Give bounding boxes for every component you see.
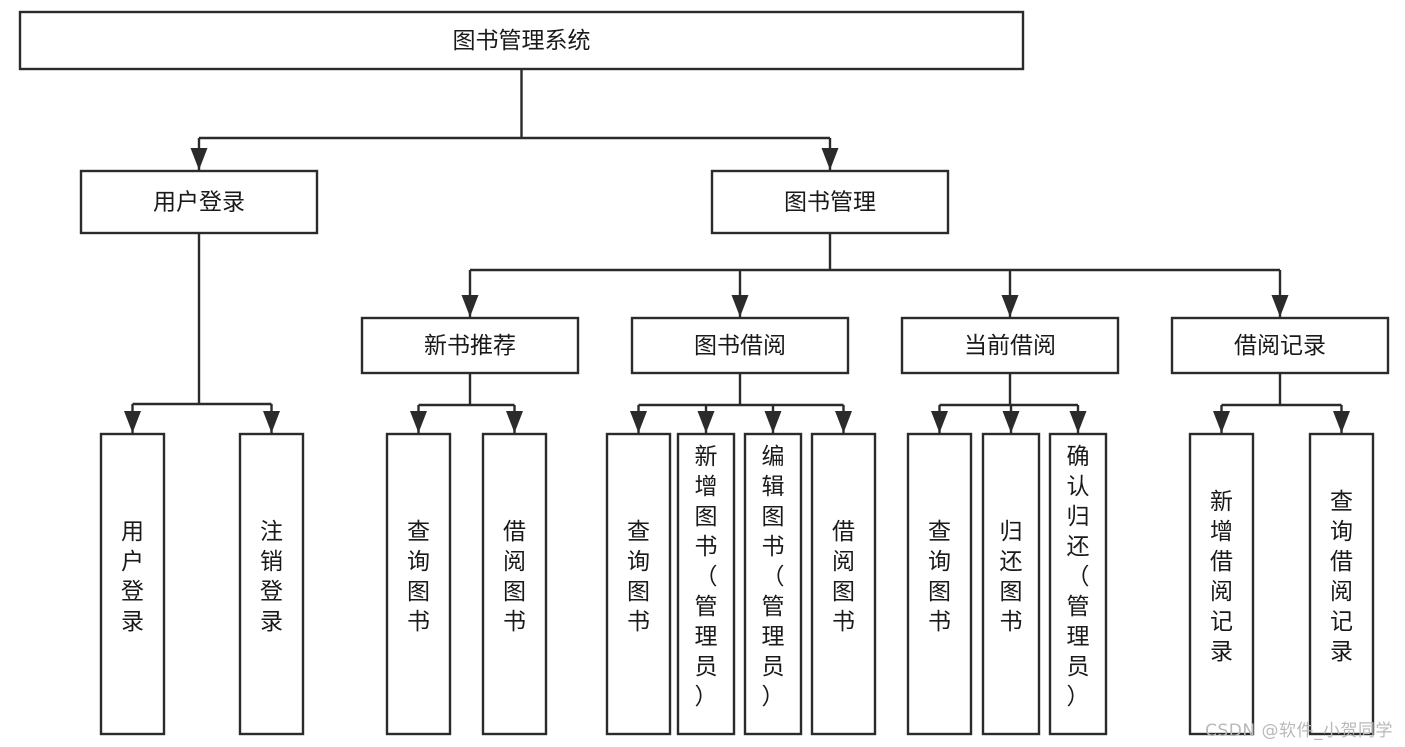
arrow-head-icon [835,411,852,433]
node-user-login[interactable]: 用户登录 [79,169,319,235]
node-leaf-user-logout[interactable]: 注销登录 [238,432,305,736]
node-leaf-return-book[interactable]: 归还图书 [981,432,1041,736]
node-label: 借阅记录 [1234,333,1326,359]
arrow-head-icon [630,411,647,433]
node-box[interactable] [906,432,973,736]
node-label: 查询借阅记录 [1330,489,1353,665]
arrow-head-icon [506,411,523,433]
node-box[interactable] [360,316,580,375]
node-label: 编辑图书（管理员） [762,444,785,710]
node-box[interactable] [743,432,803,736]
node-leaf-borrow-book-2[interactable]: 借阅图书 [810,432,877,736]
connector-group-new-book-rec [410,373,523,433]
node-box[interactable] [79,169,319,235]
node-label: 查询图书 [627,519,650,635]
node-box[interactable] [1308,432,1375,736]
node-box[interactable] [1188,432,1255,736]
node-box[interactable] [900,316,1120,375]
node-borrow-record[interactable]: 借阅记录 [1170,316,1390,375]
node-label: 新书推荐 [424,333,516,359]
arrow-head-icon [1002,411,1020,433]
arrow-head-icon [1213,411,1230,433]
arrow-head-icon [931,411,948,433]
node-new-book-rec[interactable]: 新书推荐 [360,316,580,375]
node-label: 图书管理系统 [453,28,591,54]
node-box[interactable] [385,432,452,736]
node-label: 归还图书 [1000,519,1023,635]
node-box[interactable] [676,432,736,736]
node-label: 借阅图书 [832,519,855,635]
node-book-manage[interactable]: 图书管理 [710,169,950,235]
connectors-layer [124,69,1350,433]
connector-group-user-login [124,233,280,433]
arrow-head-icon [1271,295,1289,317]
connector-group-book-manage [461,233,1289,317]
node-label: 用户登录 [153,190,245,216]
arrow-head-icon [190,148,208,170]
node-box[interactable] [1170,316,1390,375]
node-box[interactable] [99,432,166,736]
node-leaf-query-book-1[interactable]: 查询图书 [385,432,452,736]
node-leaf-user-login[interactable]: 用户登录 [99,432,166,736]
node-leaf-add-book[interactable]: 新增图书（管理员） [676,432,736,736]
arrow-head-icon [461,295,479,317]
node-book-borrow[interactable]: 图书借阅 [630,316,850,375]
node-root[interactable]: 图书管理系统 [18,10,1025,71]
connector-group-borrow-record [1213,373,1350,433]
connector-group-root [190,69,839,170]
arrow-head-icon [1001,295,1019,317]
node-label: 新增图书（管理员） [695,444,718,710]
arrow-head-icon [1333,411,1350,433]
arrow-head-icon [1069,411,1087,433]
arrow-head-icon [731,295,749,317]
node-label: 查询图书 [928,519,951,635]
node-leaf-query-book-3[interactable]: 查询图书 [906,432,973,736]
arrow-head-icon [697,411,715,433]
node-label: 查询图书 [407,519,430,635]
arrow-head-icon [124,411,141,433]
node-box[interactable] [630,316,850,375]
node-leaf-confirm-return[interactable]: 确认归还（管理员） [1048,432,1108,736]
arrow-head-icon [764,411,782,433]
node-box[interactable] [710,169,950,235]
watermark-text: CSDN @软件_小贺同学 [1205,721,1393,741]
node-box[interactable] [1048,432,1108,736]
node-leaf-add-record[interactable]: 新增借阅记录 [1188,432,1255,736]
node-label: 图书借阅 [694,333,786,359]
node-box[interactable] [481,432,548,736]
arrow-head-icon [821,148,839,170]
connector-group-book-borrow [630,373,852,433]
node-label: 新增借阅记录 [1210,489,1233,665]
node-box[interactable] [810,432,877,736]
node-box[interactable] [238,432,305,736]
connector-group-current-borrow [931,373,1087,433]
node-label: 确认归还（管理员） [1067,444,1090,710]
node-label: 用户登录 [121,519,144,635]
node-leaf-edit-book[interactable]: 编辑图书（管理员） [743,432,803,736]
node-box[interactable] [18,10,1025,71]
arrow-head-icon [263,411,280,433]
node-leaf-query-book-2[interactable]: 查询图书 [605,432,672,736]
node-leaf-borrow-book-1[interactable]: 借阅图书 [481,432,548,736]
node-current-borrow[interactable]: 当前借阅 [900,316,1120,375]
node-box[interactable] [981,432,1041,736]
node-box[interactable] [605,432,672,736]
node-label: 当前借阅 [964,333,1056,359]
node-label: 注销登录 [260,519,283,635]
node-leaf-query-record[interactable]: 查询借阅记录 [1308,432,1375,736]
node-label: 图书管理 [784,190,876,216]
node-label: 借阅图书 [503,519,526,635]
nodes-layer: 图书管理系统用户登录图书管理新书推荐图书借阅当前借阅借阅记录用户登录注销登录查询… [18,10,1390,736]
arrow-head-icon [410,411,427,433]
